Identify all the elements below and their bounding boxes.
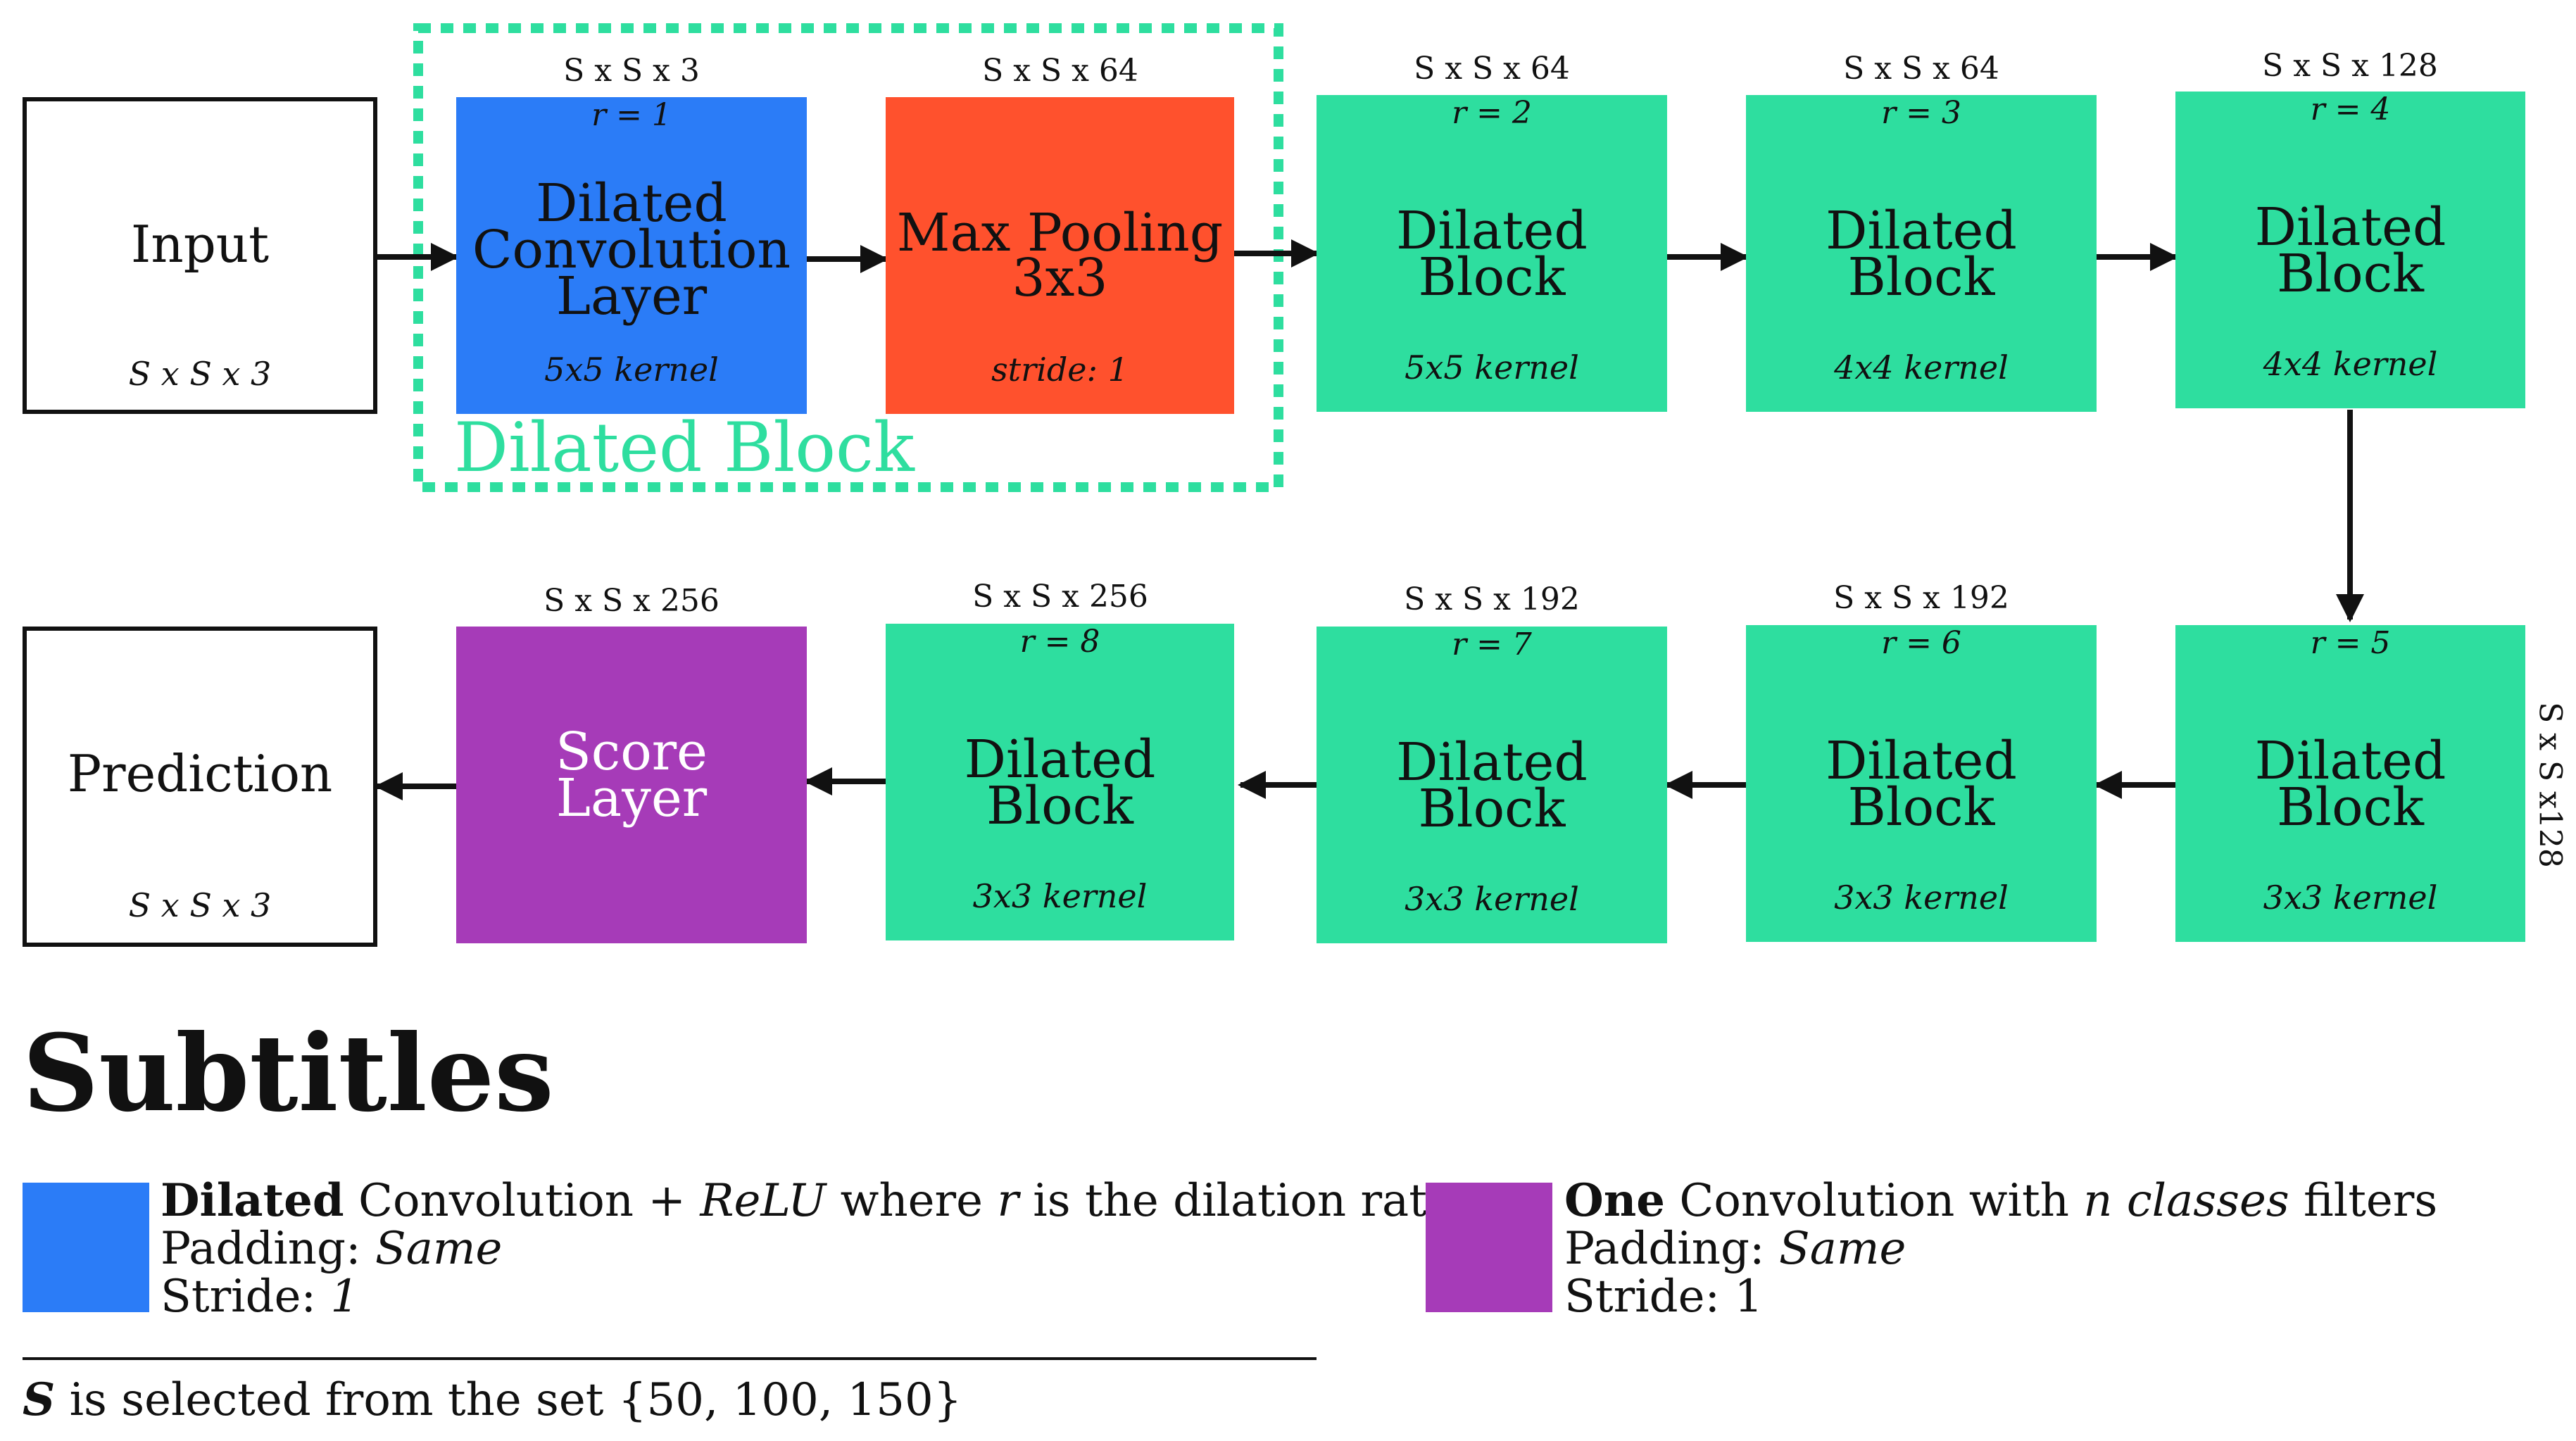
legend-blue-text: Dilated Convolution + ReLU where r is th… xyxy=(161,1177,1454,1321)
b6-kernel: 3x3 kernel xyxy=(1834,879,2009,917)
legend-swatch-blue xyxy=(23,1183,149,1312)
legend-blue-line-2: Padding: Same xyxy=(161,1223,503,1275)
score-title-1: Score xyxy=(555,722,708,782)
dilated-block-r4: r = 4 Dilated Block 4x4 kernel xyxy=(2175,92,2525,408)
b8-kernel: 3x3 kernel xyxy=(972,877,1148,915)
b8-rate: r = 8 xyxy=(1019,624,1100,660)
b2-rate: r = 2 xyxy=(1452,95,1532,131)
dilated-block-r3: r = 3 Dilated Block 4x4 kernel xyxy=(1746,95,2097,412)
b4-kernel: 4x4 kernel xyxy=(2263,345,2438,383)
b8-title-2: Block xyxy=(986,776,1133,836)
pool-title-1: Max Pooling xyxy=(896,203,1224,263)
b4-dims: S x S x 128 xyxy=(2262,48,2438,84)
pool-stride: stride: 1 xyxy=(991,351,1129,389)
legend-blue-line-1: Dilated Convolution + ReLU where r is th… xyxy=(161,1174,1454,1227)
b5-rate: r = 5 xyxy=(2310,625,2391,661)
b4-rate: r = 4 xyxy=(2310,92,2391,127)
conv-dims: S x S x 3 xyxy=(563,53,700,89)
b2-title-2: Block xyxy=(1418,247,1566,308)
b7-title-2: Block xyxy=(1418,779,1566,839)
legend-blue-line-3: Stride: 1 xyxy=(161,1271,360,1323)
b6-rate: r = 6 xyxy=(1881,625,1961,661)
b6-title-2: Block xyxy=(1847,777,1995,838)
b4-title-2: Block xyxy=(2277,244,2424,304)
score-dims: S x S x 256 xyxy=(544,583,720,619)
score-layer-node: Score Layer xyxy=(456,627,807,943)
prediction-node: Prediction S x S x 3 xyxy=(23,627,377,947)
b8-dims: S x S x 256 xyxy=(972,579,1148,615)
b7-kernel: 3x3 kernel xyxy=(1405,880,1579,918)
dilated-block-r2: r = 2 Dilated Block 5x5 kernel xyxy=(1317,95,1667,412)
conv-title-1: Dilated xyxy=(536,173,727,234)
input-node: Input S x S x 3 xyxy=(23,97,377,414)
b3-title-1: Dilated xyxy=(1826,201,2017,261)
b6-title-1: Dilated xyxy=(1826,731,2017,791)
legend-purple-text: One Convolution with n classes filters P… xyxy=(1564,1177,2437,1321)
legend-purple-line-1: One Convolution with n classes filters xyxy=(1564,1174,2438,1227)
prediction-title: Prediction xyxy=(67,744,333,803)
b3-rate: r = 3 xyxy=(1881,95,1961,131)
b4-title-1: Dilated xyxy=(2254,197,2446,258)
dilated-block-r8: r = 8 Dilated Block 3x3 kernel xyxy=(886,624,1234,940)
b2-dims: S x S x 64 xyxy=(1414,51,1570,87)
conv-title-3: Layer xyxy=(555,266,708,327)
b2-title-1: Dilated xyxy=(1396,201,1588,261)
legend-swatch-purple xyxy=(1426,1183,1552,1312)
legend-purple-line-2: Padding: Same xyxy=(1564,1223,1906,1275)
input-dims: S x S x 3 xyxy=(128,355,272,393)
b7-rate: r = 7 xyxy=(1452,627,1532,662)
b5-side-dims: S x S x128 xyxy=(2532,702,2568,868)
b8-title-1: Dilated xyxy=(964,729,1156,790)
dilated-conv-layer-node: r = 1 Dilated Convolution Layer 5x5 kern… xyxy=(456,97,807,414)
conv-title-2: Convolution xyxy=(472,220,791,280)
pool-title-2: 3x3 xyxy=(1012,248,1108,308)
dilated-block-r5: r = 5 Dilated Block 3x3 kernel xyxy=(2175,625,2525,942)
score-title-2: Layer xyxy=(555,768,708,829)
dilated-block-group-border xyxy=(413,23,1283,492)
max-pooling-node: Max Pooling 3x3 stride: 1 xyxy=(886,97,1234,414)
legend-footnote: S is selected from the set {50, 100, 150… xyxy=(23,1373,962,1426)
b6-dims: S x S x 192 xyxy=(1833,580,2009,616)
dilated-block-r6: r = 6 Dilated Block 3x3 kernel xyxy=(1746,625,2097,942)
input-title: Input xyxy=(130,215,270,274)
b7-dims: S x S x 192 xyxy=(1404,581,1580,617)
pool-dims: S x S x 64 xyxy=(982,53,1138,89)
legend-purple-line-3: Stride: 1 xyxy=(1564,1271,1764,1323)
b5-title-2: Block xyxy=(2277,777,2424,838)
b5-kernel: 3x3 kernel xyxy=(2263,879,2438,917)
conv-kernel: 5x5 kernel xyxy=(544,351,719,389)
b5-title-1: Dilated xyxy=(2254,731,2446,791)
b2-kernel: 5x5 kernel xyxy=(1405,348,1579,386)
legend-heading: Subtitles xyxy=(23,1012,554,1135)
b7-title-1: Dilated xyxy=(1396,732,1588,793)
prediction-dims: S x S x 3 xyxy=(128,886,272,924)
b3-dims: S x S x 64 xyxy=(1843,51,1999,87)
conv-rate: r = 1 xyxy=(591,97,672,133)
dilated-block-r7: r = 7 Dilated Block 3x3 kernel xyxy=(1317,627,1667,943)
dilated-block-label: Dilated Block xyxy=(454,408,915,487)
b3-title-2: Block xyxy=(1847,247,1995,308)
b3-kernel: 4x4 kernel xyxy=(1834,348,2009,386)
